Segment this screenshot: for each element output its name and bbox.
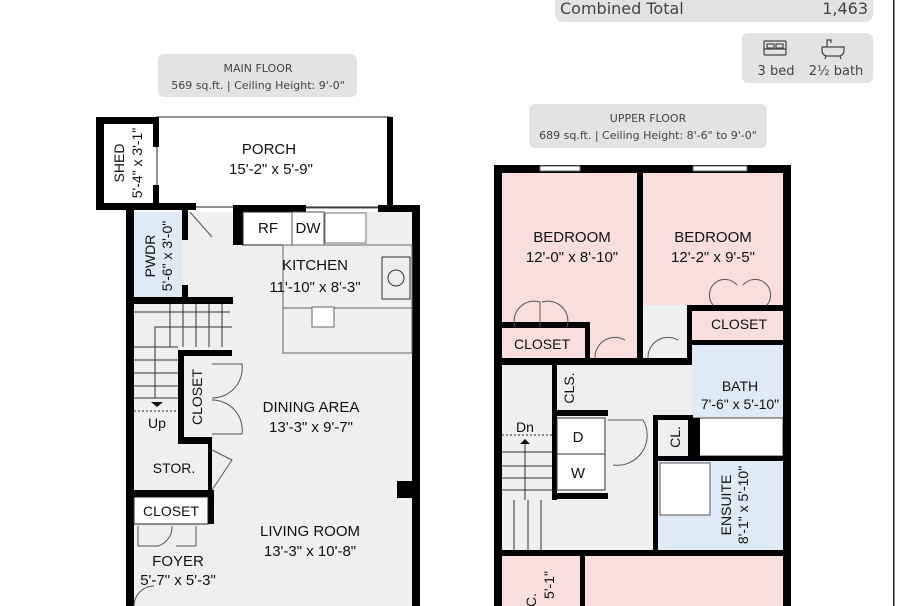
- dining-name: DINING AREA: [263, 399, 360, 416]
- shed-dims: 5'-4" x 3'-1": [129, 128, 145, 199]
- range: [381, 256, 411, 300]
- bed-icon: [763, 40, 787, 56]
- bathtub-icon: [821, 39, 845, 60]
- bath-name: BATH: [722, 378, 758, 394]
- cl-label: CL.: [667, 426, 683, 448]
- combined-total-panel: Combined Total 1,463: [555, 0, 873, 22]
- foyer-closet-label: CLOSET: [143, 503, 199, 519]
- dishwasher: [291, 211, 325, 246]
- cls-label: CLS.: [561, 372, 577, 403]
- combined-total-value: 1,463: [822, 0, 868, 18]
- foyer-dims: 5'-7" x 5'-3": [140, 572, 216, 589]
- stairs-up-label: Up: [148, 415, 166, 431]
- pwdr-room: [134, 212, 182, 297]
- porch-name: PORCH: [242, 141, 296, 158]
- ensuite-dims: 8'-1" x 5'-10": [735, 466, 751, 544]
- upper-floor-info: 689 sq.ft. | Ceiling Height: 8'-6" to 9'…: [539, 129, 757, 142]
- main-floor-plan: PORCH 15'-2" x 5'-9" SHED 5'-4" x 3'-1" …: [96, 116, 420, 606]
- bedroom-2: [643, 173, 783, 305]
- washer: [556, 453, 606, 491]
- bedroom-1-dims: 12'-0" x 8'-10": [526, 249, 618, 266]
- ensuite-name: ENSUITE: [718, 475, 734, 536]
- stairs-down-label: Dn: [516, 419, 534, 435]
- main-floor-info: 569 sq.ft. | Ceiling Height: 9'-0": [171, 79, 345, 92]
- combined-total-label: Combined Total: [560, 0, 684, 18]
- main-floor-label: MAIN FLOOR 569 sq.ft. | Ceiling Height: …: [158, 54, 357, 97]
- pwdr-name: PWDR: [142, 235, 158, 278]
- living-dims: 13'-3" x 10'-8": [264, 543, 356, 560]
- living-name: LIVING ROOM: [260, 523, 360, 540]
- washer-label: W: [571, 465, 586, 482]
- dishwasher-label: DW: [296, 220, 322, 237]
- dining-dims: 13'-3" x 9'-7": [269, 419, 353, 436]
- upper-floor-label: UPPER FLOOR 689 sq.ft. | Ceiling Height:…: [529, 104, 767, 148]
- bath-room: [692, 345, 783, 417]
- bottom-left-room-dims: 5'-1": [541, 571, 557, 599]
- foyer-name: FOYER: [152, 553, 204, 570]
- upper-floor-title: UPPER FLOOR: [610, 112, 687, 125]
- upper-floor-plan: BEDROOM 12'-0" x 8'-10" BEDROOM 12'-2" x…: [494, 165, 791, 606]
- bedroom-2-name: BEDROOM: [674, 229, 752, 246]
- sink: [324, 212, 367, 244]
- bedroom-1-name: BEDROOM: [533, 229, 611, 246]
- bed-count: 3 bed: [758, 64, 795, 79]
- kitchen-dims: 11'-10" x 8'-3": [269, 279, 360, 296]
- bedroom-1-closet-label: CLOSET: [514, 336, 570, 352]
- main-floor-title: MAIN FLOOR: [223, 62, 292, 75]
- beds-baths-panel: 3 bed 2½ bath: [742, 33, 873, 83]
- bedroom-2-closet-label: CLOSET: [711, 316, 767, 332]
- pwdr-dims: 5'-6" x 3'-0": [159, 221, 175, 292]
- bath-dims: 7'-6" x 5'-10": [701, 396, 779, 412]
- bedroom-2-dims: 12'-2" x 9'-5": [671, 249, 755, 266]
- shed-name: SHED: [111, 144, 127, 183]
- kitchen-name: KITCHEN: [282, 257, 348, 274]
- refrigerator-label: RF: [258, 220, 278, 237]
- porch-dims: 15'-2" x 5'-9": [229, 161, 313, 178]
- kitchen-island: [282, 307, 413, 354]
- closet-label: CLOSET: [189, 369, 205, 425]
- dryer-label: D: [573, 429, 584, 446]
- bath-count: 2½ bath: [809, 64, 864, 79]
- page-border: [893, 0, 895, 606]
- bottom-left-room-name: C.: [523, 593, 539, 606]
- storage-label: STOR.: [153, 460, 196, 476]
- dryer: [556, 417, 606, 455]
